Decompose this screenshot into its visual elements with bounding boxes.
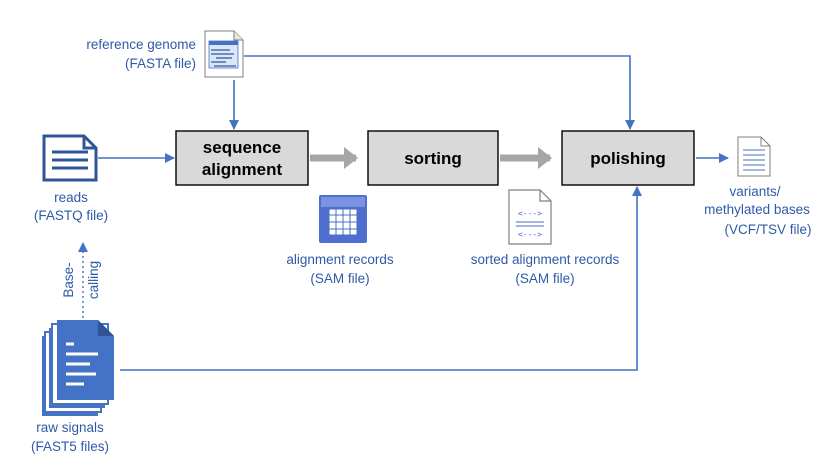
variants-label: variants/ [729, 184, 780, 199]
variants-format-label: (VCF/TSV file) [724, 222, 811, 237]
sequence-alignment-label-1: sequence [203, 138, 281, 157]
sequence-alignment-box: sequence alignment [175, 130, 309, 186]
alignment-records-label: alignment records [286, 252, 394, 267]
fastq-file-icon [42, 134, 98, 182]
reads-format-label: (FASTQ file) [34, 208, 108, 223]
raw-signals-label: raw signals [36, 420, 104, 435]
reads-label: reads [54, 190, 88, 205]
raw-signals-format-label: (FAST5 files) [31, 439, 109, 454]
basecalling-label-1: Base- [61, 262, 76, 297]
reference-format-label: (FASTA file) [125, 56, 196, 71]
basecalling-label-2: calling [86, 261, 101, 299]
fast5-files-icon [42, 320, 114, 416]
sorted-alignment-records-format-label: (SAM file) [515, 271, 574, 286]
alignment-records-format-label: (SAM file) [310, 271, 369, 286]
sorting-box: sorting [367, 130, 499, 186]
sorted-sam-file-icon: <---> <---> [508, 189, 552, 245]
svg-text:<--->: <---> [518, 230, 542, 239]
polishing-label: polishing [590, 149, 666, 168]
reference-genome-label: reference genome [86, 37, 196, 52]
vcf-file-icon [737, 136, 771, 177]
polishing-box: polishing [561, 130, 695, 186]
sorted-alignment-records-label: sorted alignment records [471, 252, 620, 267]
sam-table-icon [319, 195, 367, 243]
methylated-bases-label: methylated bases [704, 202, 810, 217]
svg-text:<--->: <---> [518, 209, 542, 218]
sequence-alignment-label-2: alignment [202, 160, 283, 179]
sorting-label: sorting [404, 149, 462, 168]
reference-to-polishing-arrow [244, 55, 635, 130]
fasta-file-icon [204, 30, 244, 78]
raw-signals-to-polishing-arrow [120, 186, 642, 371]
